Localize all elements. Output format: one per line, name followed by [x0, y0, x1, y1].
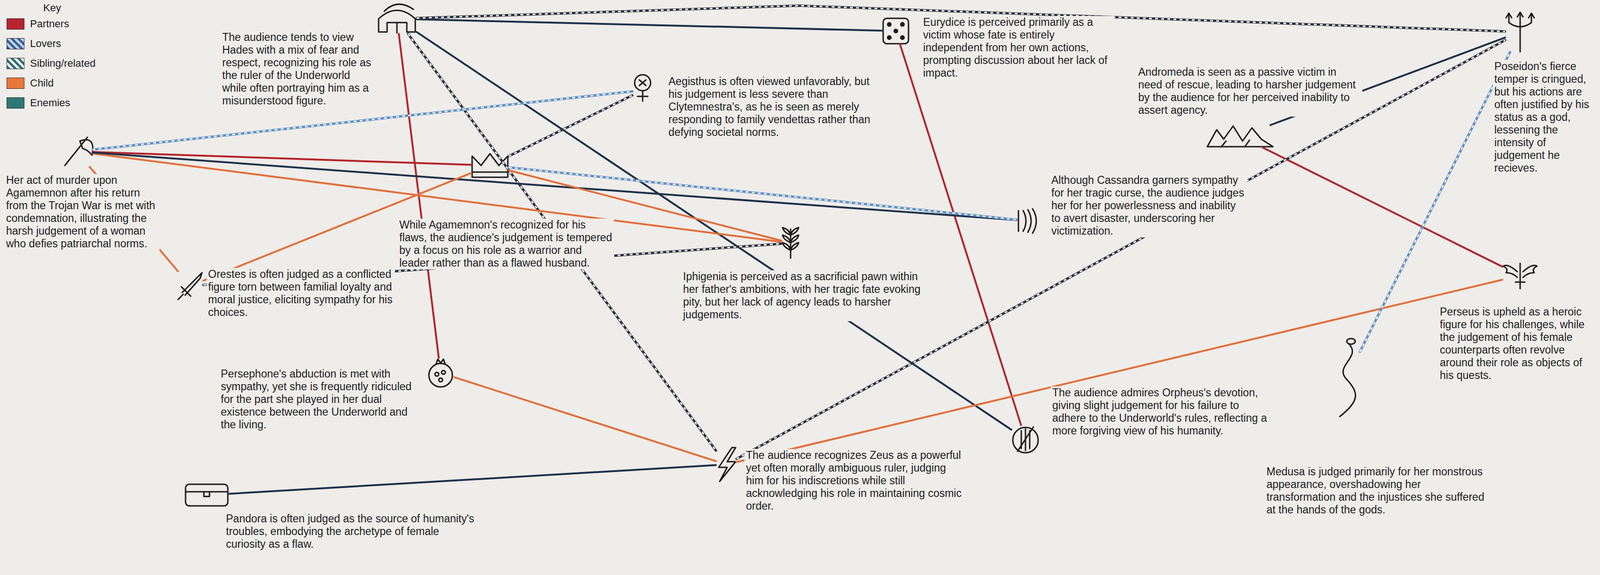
rocks-icon [1207, 125, 1274, 147]
character-node: The audience recognizes Zeus as a powerf… [715, 445, 737, 483]
description-text: Persephone's abduction is met with sympa… [219, 367, 420, 431]
legend-row: Lovers [6, 36, 62, 51]
string-connector [92, 151, 472, 165]
string-stripe [508, 95, 633, 156]
legend-row: Child [6, 76, 54, 91]
string-connector [398, 33, 439, 358]
legend-text: Sibling/related [30, 56, 96, 71]
box-icon [185, 483, 228, 506]
description-text: Eurydice is perceived primarily as a vic… [921, 15, 1115, 80]
description-text: Perseus is upheld as a heroic figure for… [1438, 305, 1594, 382]
pomegranate-icon [428, 358, 453, 387]
string-line [1262, 147, 1503, 267]
description-text: Her act of murder upon Agamemnon after h… [4, 173, 160, 250]
legend-swatch [6, 38, 25, 50]
die-icon [883, 18, 909, 44]
string-line [92, 152, 1017, 221]
legend-row: Sibling/related [6, 56, 96, 71]
character-node: Medusa is judged primarily for her monst… [1333, 337, 1360, 418]
string-connector [1262, 147, 1503, 267]
axe-icon [64, 137, 94, 166]
string-connector [508, 167, 1017, 220]
description-text: Andromeda is seen as a passive victim in… [1136, 65, 1363, 117]
string-line [508, 95, 633, 156]
legend-row: Enemies [6, 95, 71, 110]
legend-swatch [6, 18, 25, 30]
lightning-icon [718, 447, 736, 482]
sound-icon [1018, 208, 1037, 234]
string-connector [508, 95, 633, 156]
legend-row: Partners [6, 16, 70, 32]
legend-swatch [6, 77, 25, 89]
string-line [900, 44, 1022, 425]
character-node: Her act of murder upon Agamemnon after h… [60, 135, 93, 167]
character-node: Poseidon's fierce temper is cringued, bu… [1505, 11, 1536, 53]
winged-sword-icon [1503, 263, 1538, 289]
character-node: Perseus is upheld as a heroic figure for… [1502, 261, 1538, 290]
description-text: Medusa is judged primarily for her monst… [1265, 465, 1491, 516]
character-node: Aegisthus is often viewed unfavorably, b… [632, 77, 653, 104]
character-node: Orestes is often judged as a conflicted … [177, 271, 204, 301]
description-text: While Agamemnon's recognized for his fla… [397, 218, 614, 270]
character-node: The audience tends to view Hades with a … [377, 3, 417, 34]
legend-text: Lovers [30, 36, 62, 51]
description-text: Poseidon's fierce temper is cringued, bu… [1492, 60, 1596, 175]
string-line [454, 376, 716, 461]
description-text: The audience recognizes Zeus as a powerf… [744, 448, 966, 513]
description-text: Pandora is often judged as the source of… [224, 512, 481, 551]
legend-heading: Key [43, 1, 62, 15]
legend-text: Enemies [30, 95, 71, 110]
description-text: Iphigenia is perceived as a sacrificial … [681, 270, 926, 321]
description-text: The audience admires Orpheus's devotion,… [1050, 386, 1272, 437]
description-text: Although Cassandra garners sympathy for … [1049, 173, 1248, 238]
trident-icon [1506, 12, 1535, 52]
character-node: The audience admires Orpheus's devotion,… [1011, 424, 1040, 453]
string-stripe [508, 167, 1017, 220]
character-node: Persephone's abduction is met with sympa… [427, 357, 455, 388]
character-node: Andromeda is seen as a passive victim in… [1206, 124, 1274, 148]
description-text: Aegisthus is often viewed unfavorably, b… [667, 75, 886, 139]
snake-icon [1339, 338, 1356, 417]
string-line [92, 151, 472, 165]
character-node: Although Cassandra garners sympathy for … [1016, 207, 1041, 234]
string-line [229, 464, 716, 494]
lyre-icon [1012, 426, 1039, 453]
legend-swatch [6, 57, 25, 70]
character-node: Eurydice is perceived primarily as a vic… [882, 17, 909, 45]
helmet-icon [378, 4, 416, 33]
sword-icon [178, 272, 202, 300]
character-node: Iphigenia is perceived as a sacrificial … [781, 227, 800, 259]
legend-text: Child [30, 76, 54, 91]
string-connector [92, 152, 1017, 221]
string-connector [416, 19, 883, 31]
legend-text: Partners [30, 16, 70, 32]
description-text: Orestes is often judged as a conflicted … [206, 267, 395, 319]
string-connector [900, 44, 1022, 425]
description-text: The audience tends to view Hades with a … [220, 31, 376, 108]
string-line [416, 19, 883, 31]
key-icon [634, 74, 651, 101]
string-connector [454, 376, 716, 461]
string-connector [229, 464, 716, 494]
string-line [398, 33, 439, 358]
crown-icon [472, 153, 508, 178]
character-node: While Agamemnon's recognized for his fla… [471, 152, 509, 179]
legend-swatch [6, 97, 25, 109]
wheat-icon [782, 227, 799, 258]
character-node: Pandora is often judged as the source of… [184, 482, 230, 507]
string-line [508, 167, 1017, 220]
